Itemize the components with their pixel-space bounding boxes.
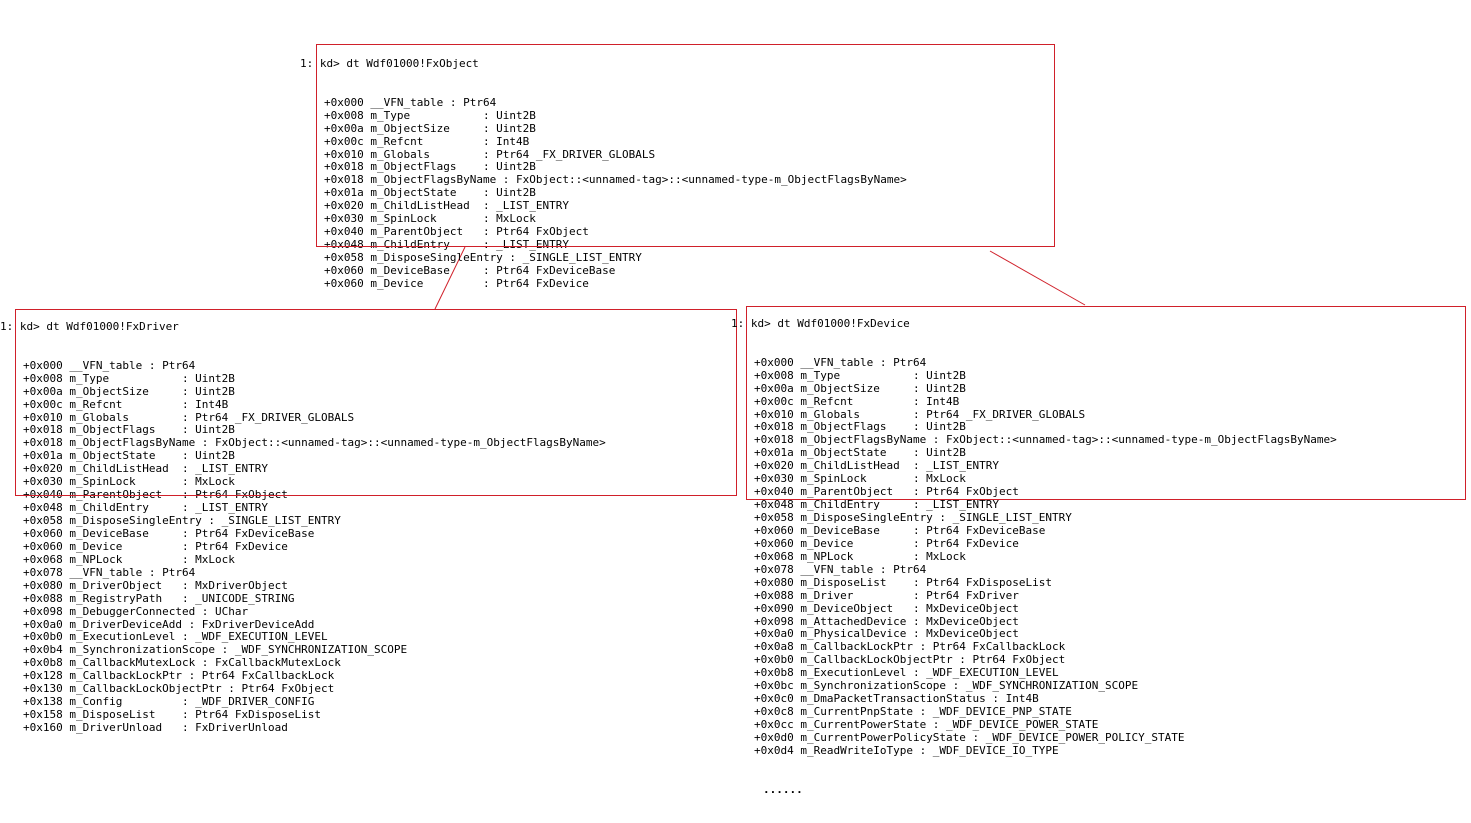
fxdevice-field-line: +0x0cc m_CurrentPowerState : _WDF_DEVICE…: [754, 718, 1099, 731]
fxdriver-field-line: +0x018 m_ObjectFlagsByName : FxObject::<…: [23, 436, 606, 450]
fxobject-highlight-box: [316, 44, 1055, 247]
fxobject-dump: 1: kd> dt Wdf01000!FxObject +0x000 __VFN…: [300, 32, 907, 317]
fxdevice-field-line: +0x030 m_SpinLock : MxLock: [754, 472, 966, 486]
fxdriver-field-line: +0x00a m_ObjectSize : Uint2B: [23, 384, 235, 398]
fxdriver-field-line: +0x098 m_DebuggerConnected : UChar: [23, 604, 249, 618]
fxdevice-field-line: +0x0d4 m_ReadWriteIoType : _WDF_DEVICE_I…: [754, 743, 1059, 757]
fxdriver-field-list: +0x000 __VFN_table : Ptr64+0x008 m_Type …: [0, 358, 606, 735]
fxdevice-field-line: +0x0a8 m_CallbackLockPtr : Ptr64 FxCallb…: [754, 640, 1066, 654]
fxdevice-field-line: +0x0a0 m_PhysicalDevice : MxDeviceObject: [754, 627, 1019, 641]
fxdevice-field-line: +0x0c8 m_CurrentPnpState : _WDF_DEVICE_P…: [754, 705, 1072, 719]
fxdriver-field-line: +0x158 m_DisposeList : Ptr64 FxDisposeLi…: [23, 708, 322, 722]
fxdevice-field-line: +0x01a m_ObjectState : Uint2B: [754, 446, 966, 460]
fxdriver-field-line: +0x060 m_DeviceBase : Ptr64 FxDeviceBase: [23, 526, 315, 540]
fxdevice-field-line: +0x008 m_Type : Uint2B: [754, 368, 966, 382]
fxdriver-field-line: +0x130 m_CallbackLockObjectPtr : Ptr64 F…: [23, 682, 335, 696]
fxdriver-field-line: +0x0b0 m_ExecutionLevel : _WDF_EXECUTION…: [23, 630, 328, 644]
fxobject-field-line: +0x020 m_ChildListHead : _LIST_ENTRY: [324, 199, 570, 213]
fxobject-field-line: +0x00c m_Refcnt : Int4B: [324, 134, 530, 148]
fxobject-field-line: +0x040 m_ParentObject : Ptr64 FxObject: [324, 225, 589, 239]
fxdevice-field-line: +0x080 m_DisposeList : Ptr64 FxDisposeLi…: [754, 575, 1053, 589]
fxobject-field-line: +0x01a m_ObjectState : Uint2B: [324, 186, 536, 200]
fxdriver-field-line: +0x138 m_Config : _WDF_DRIVER_CONFIG: [23, 695, 315, 709]
fxdriver-field-line: +0x048 m_ChildEntry : _LIST_ENTRY: [23, 501, 269, 515]
fxdevice-field-line: +0x078 __VFN_table : Ptr64: [754, 562, 927, 576]
fxobject-field-line: +0x010 m_Globals : Ptr64 _FX_DRIVER_GLOB…: [324, 147, 656, 161]
fxobject-field-line: +0x018 m_ObjectFlags : Uint2B: [324, 160, 536, 174]
fxdriver-dump: 1: kd> dt Wdf01000!FxDriver +0x000 __VFN…: [0, 295, 606, 761]
fxdevice-field-line: +0x068 m_NPLock : MxLock: [754, 549, 966, 563]
fxdriver-field-line: +0x0b8 m_CallbackMutexLock : FxCallbackM…: [23, 656, 341, 670]
connector-fxobject-to-fxdevice: [989, 250, 1086, 306]
fxdevice-field-line: +0x088 m_Driver : Ptr64 FxDriver: [754, 588, 1019, 602]
fxdevice-field-line: +0x060 m_Device : Ptr64 FxDevice: [754, 536, 1019, 550]
fxobject-field-line: +0x030 m_SpinLock : MxLock: [324, 212, 536, 226]
fxdevice-field-line: +0x018 m_ObjectFlags : Uint2B: [754, 420, 966, 434]
fxdevice-field-line: +0x048 m_ChildEntry : _LIST_ENTRY: [754, 498, 1000, 512]
fxdevice-field-line: +0x018 m_ObjectFlagsByName : FxObject::<…: [754, 433, 1337, 447]
fxdevice-field-line: +0x098 m_AttachedDevice : MxDeviceObject: [754, 614, 1019, 628]
fxdriver-command: 1: kd> dt Wdf01000!FxDriver: [0, 319, 179, 333]
fxdevice-field-line: +0x000 __VFN_table : Ptr64: [754, 355, 927, 369]
fxdriver-field-line: +0x080 m_DriverObject : MxDriverObject: [23, 578, 288, 592]
fxobject-field-line: +0x008 m_Type : Uint2B: [324, 108, 536, 122]
fxdevice-field-line: +0x020 m_ChildListHead : _LIST_ENTRY: [754, 459, 1000, 473]
fxdriver-field-line: +0x160 m_DriverUnload : FxDriverUnload: [23, 721, 288, 734]
fxobject-field-line: +0x000 __VFN_table : Ptr64: [324, 95, 497, 109]
fxdevice-field-line: +0x040 m_ParentObject : Ptr64 FxObject: [754, 485, 1019, 499]
fxdriver-field-line: +0x060 m_Device : Ptr64 FxDevice: [23, 539, 288, 553]
fxobject-field-list: +0x000 __VFN_table : Ptr64+0x008 m_Type …: [300, 95, 907, 291]
fxdriver-field-line: +0x088 m_RegistryPath : _UNICODE_STRING: [23, 591, 295, 605]
fxdriver-field-line: +0x0b4 m_SynchronizationScope : _WDF_SYN…: [23, 643, 408, 657]
fxdevice-field-line: +0x0b0 m_CallbackLockObjectPtr : Ptr64 F…: [754, 653, 1066, 667]
fxdevice-command: 1: kd> dt Wdf01000!FxDevice: [731, 316, 910, 330]
fxdriver-field-line: +0x00c m_Refcnt : Int4B: [23, 397, 229, 411]
connector-lines: [434, 246, 1086, 310]
fxdriver-field-line: +0x078 __VFN_table : Ptr64: [23, 565, 196, 579]
fxdevice-field-line: +0x060 m_DeviceBase : Ptr64 FxDeviceBase: [754, 523, 1046, 537]
fxobject-field-line: +0x060 m_DeviceBase : Ptr64 FxDeviceBase: [324, 263, 616, 277]
fxdevice-ellipsis: ......: [763, 782, 803, 796]
fxdriver-field-line: +0x068 m_NPLock : MxLock: [23, 552, 235, 566]
fxdriver-field-line: +0x030 m_SpinLock : MxLock: [23, 475, 235, 489]
fxdriver-field-line: +0x0a0 m_DriverDeviceAdd : FxDriverDevic…: [23, 617, 315, 631]
fxdevice-field-line: +0x0bc m_SynchronizationScope : _WDF_SYN…: [754, 679, 1139, 693]
connector-fxobject-to-fxdriver: [434, 246, 466, 310]
fxdevice-field-line: +0x058 m_DisposeSingleEntry : _SINGLE_LI…: [754, 511, 1072, 524]
fxdriver-field-line: +0x018 m_ObjectFlags : Uint2B: [23, 423, 235, 437]
fxdevice-field-line: +0x010 m_Globals : Ptr64 _FX_DRIVER_GLOB…: [754, 407, 1086, 421]
fxdriver-field-line: +0x000 __VFN_table : Ptr64: [23, 358, 196, 372]
fxobject-command: 1: kd> dt Wdf01000!FxObject: [300, 56, 479, 70]
fxdriver-field-line: +0x128 m_CallbackLockPtr : Ptr64 FxCallb…: [23, 669, 335, 683]
fxobject-field-line: +0x00a m_ObjectSize : Uint2B: [324, 121, 536, 135]
fxdriver-field-line: +0x040 m_ParentObject : Ptr64 FxObject: [23, 488, 288, 502]
fxobject-field-line: +0x060 m_Device : Ptr64 FxDevice: [324, 276, 589, 290]
fxdevice-field-line: +0x0d0 m_CurrentPowerPolicyState : _WDF_…: [754, 730, 1185, 744]
diagram-canvas: 1: kd> dt Wdf01000!FxObject +0x000 __VFN…: [0, 32, 1466, 796]
fxdriver-field-line: +0x01a m_ObjectState : Uint2B: [23, 449, 235, 463]
fxobject-field-line: +0x048 m_ChildEntry : _LIST_ENTRY: [324, 238, 570, 252]
fxdevice-field-line: +0x0b8 m_ExecutionLevel : _WDF_EXECUTION…: [754, 666, 1059, 680]
fxdevice-highlight-box: [746, 306, 1466, 500]
fxobject-field-line: +0x058 m_DisposeSingleEntry : _SINGLE_LI…: [324, 251, 642, 264]
fxdevice-field-line: +0x00c m_Refcnt : Int4B: [754, 394, 960, 408]
fxdevice-field-line: +0x0c0 m_DmaPacketTransactionStatus : In…: [754, 692, 1039, 706]
fxdriver-field-line: +0x010 m_Globals : Ptr64 _FX_DRIVER_GLOB…: [23, 410, 355, 424]
fxdevice-field-line: +0x00a m_ObjectSize : Uint2B: [754, 381, 966, 395]
fxdriver-highlight-box: [15, 309, 737, 496]
fxdriver-field-line: +0x008 m_Type : Uint2B: [23, 371, 235, 385]
fxdriver-field-line: +0x058 m_DisposeSingleEntry : _SINGLE_LI…: [23, 514, 341, 527]
fxdriver-field-line: +0x020 m_ChildListHead : _LIST_ENTRY: [23, 462, 269, 476]
fxobject-field-line: +0x018 m_ObjectFlagsByName : FxObject::<…: [324, 173, 907, 187]
fxdevice-field-line: +0x090 m_DeviceObject : MxDeviceObject: [754, 601, 1019, 615]
